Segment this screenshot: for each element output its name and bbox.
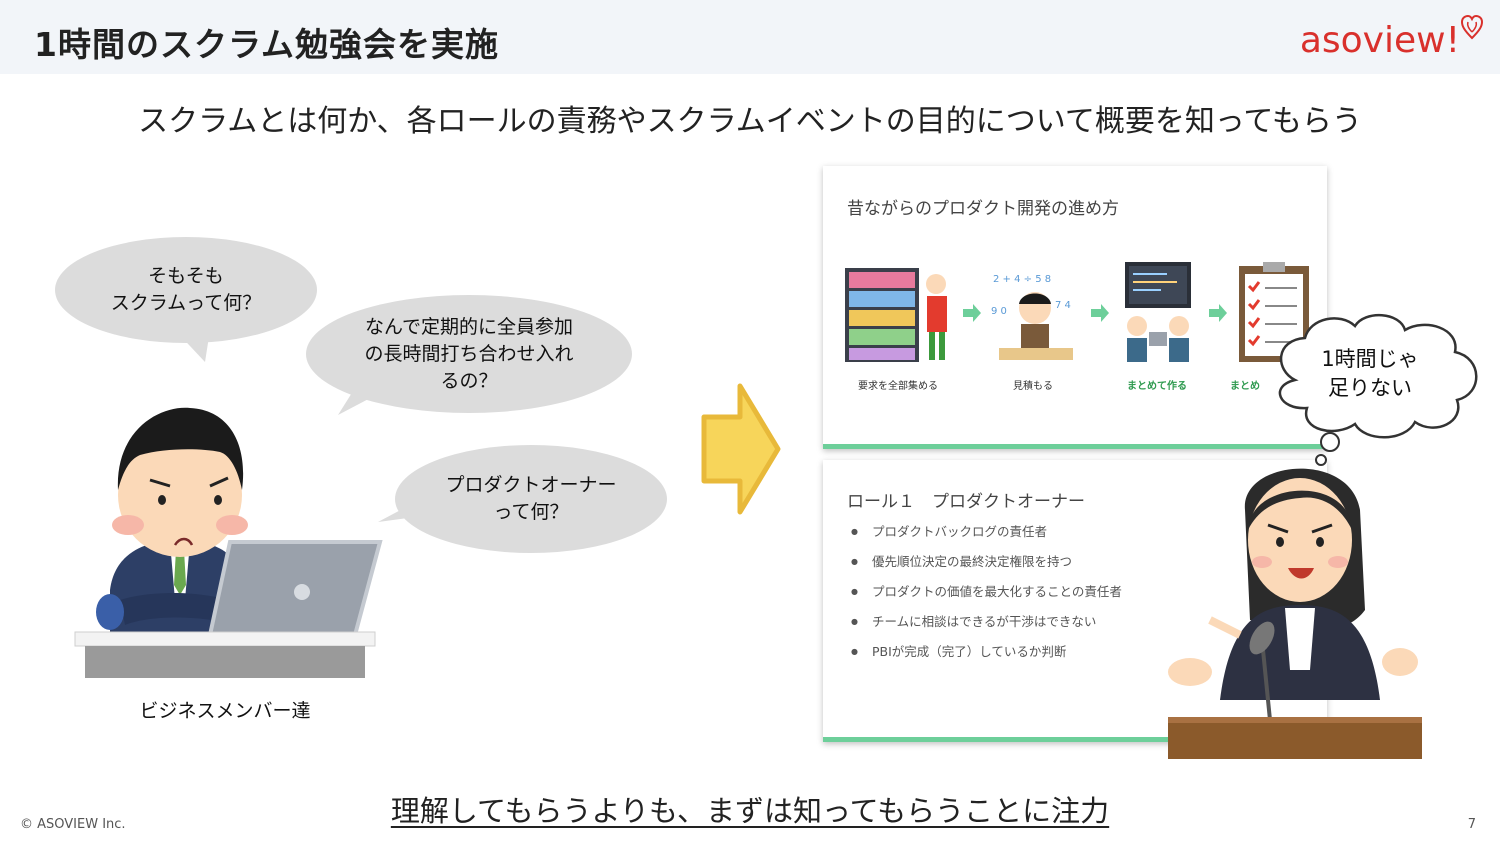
speech-bubble-3-text: プロダクトオーナー って何？ [445, 474, 617, 523]
list-item: プロダクトの価値を最大化することの責任者 [851, 582, 1122, 612]
brand-logo: asoview! [1299, 20, 1460, 61]
developers-team-icon [1125, 262, 1191, 362]
svg-text:2 + 4 ÷ 5 8: 2 + 4 ÷ 5 8 [993, 274, 1051, 285]
list-item: 優先順位決定の最終決定権限を持つ [851, 552, 1122, 582]
step-arrow-icon [963, 304, 981, 322]
step-label-build: まとめて作る [1127, 381, 1187, 392]
speech-bubble-2-text: なんで定期的に全員参加 の長時間打ち合わせ入れ るの？ [364, 315, 574, 392]
list-item: チームに相談はできるが干渉はできない [851, 612, 1122, 642]
svg-text:7 4: 7 4 [1055, 300, 1071, 311]
slide-subtitle: スクラムとは何か、各ロールの責務やスクラムイベントの目的について概要を知ってもら… [138, 104, 1362, 139]
estimating-person-icon: 2 + 4 ÷ 5 8 7 4 9 0 [991, 274, 1073, 360]
right-arrow-icon [701, 383, 781, 515]
list-item: プロダクトバックログの責任者 [851, 522, 1122, 552]
page-number: 7 [1467, 817, 1476, 832]
slide-thumbnail-title: ロール１ プロダクトオーナー [847, 492, 1085, 512]
page-title: 1時間のスクラム勉強会を実施 [34, 25, 499, 64]
key-message-text: 理解してもらうよりも、まずは知ってもらうことに注力 [390, 794, 1110, 828]
step-arrow-icon [1091, 304, 1109, 322]
speech-bubble-1: そもそも スクラムって何？ [55, 237, 317, 343]
businessman-illustration [74, 407, 383, 678]
logo-heart-icon [1460, 14, 1484, 40]
step-label-summary: まとめ [1230, 381, 1260, 392]
svg-text:9 0: 9 0 [991, 306, 1007, 317]
responsibility-list: プロダクトバックログの責任者 優先順位決定の最終決定権限を持つ プロダクトの価値… [851, 522, 1122, 672]
speech-bubble-3: プロダクトオーナー って何？ [395, 445, 667, 553]
list-item: PBIが完成（完了）しているか判断 [851, 642, 1122, 672]
header-bar: 1時間のスクラム勉強会を実施 asoview! [0, 0, 1500, 74]
thought-text: 1時間じゃ 足りない [1321, 347, 1419, 400]
slide-thumbnail-waterfall: 昔ながらのプロダクト開発の進め方 2 + 4 ÷ 5 8 7 4 9 0 [823, 166, 1327, 449]
speech-bubble-1-text: そもそも スクラムって何？ [110, 265, 262, 314]
speech-bubble-2: なんで定期的に全員参加 の長時間打ち合わせ入れ るの？ [306, 295, 632, 413]
presenter-illustration [1168, 468, 1422, 759]
step-label-collect: 要求を全部集める [858, 381, 938, 392]
copyright: © ASOVIEW Inc. [20, 817, 126, 832]
step-arrow-icon [1209, 304, 1227, 322]
key-message: 理解してもらうよりも、まずは知ってもらうことに注力 [0, 788, 1500, 830]
business-members-caption: ビジネスメンバー達 [139, 700, 311, 722]
step-label-estimate: 見積もる [1013, 381, 1053, 392]
requirements-shelf-icon [845, 268, 947, 362]
thought-cloud [1278, 313, 1478, 466]
slide-thumbnail-title: 昔ながらのプロダクト開発の進め方 [847, 199, 1119, 219]
